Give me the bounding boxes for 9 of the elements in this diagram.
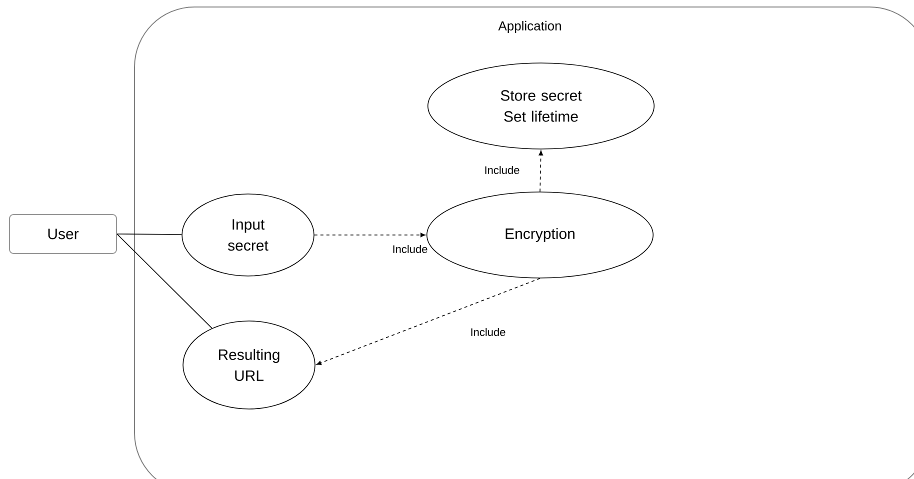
edge-label: Include — [483, 164, 521, 176]
actor-box: User — [9, 214, 117, 254]
include-arrow — [316, 278, 540, 366]
include-arrow — [314, 232, 426, 238]
edge-label: Include — [469, 326, 507, 338]
association-line — [116, 234, 212, 329]
include-arrow — [538, 150, 544, 192]
edge-label: Include — [391, 244, 429, 254]
association-line — [116, 234, 182, 235]
